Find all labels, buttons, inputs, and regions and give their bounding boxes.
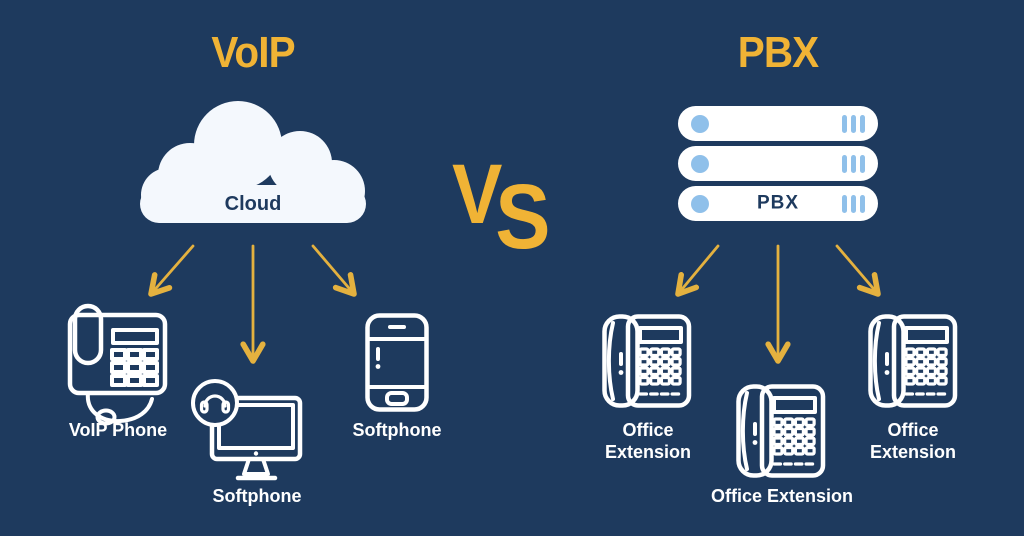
office-phone-icon <box>868 314 958 408</box>
server-led-icon <box>691 114 709 133</box>
pbx-server: PBX <box>678 106 878 226</box>
office-phone-icon <box>736 384 826 478</box>
server-bar <box>678 146 878 181</box>
arrow-cloud-to-mobile-softphone <box>311 244 357 297</box>
server-bar <box>678 106 878 141</box>
voip-section-title: VoIP <box>211 28 295 77</box>
office-extension-label-1: Office Extension <box>604 420 692 462</box>
desktop-softphone-label: Softphone <box>212 486 302 506</box>
arrow-pbx-to-office-extension-3 <box>835 244 881 297</box>
versus-letter-v: V <box>452 147 503 241</box>
server-led-icon <box>691 154 709 173</box>
cloud-label: Cloud <box>224 193 282 215</box>
server-label: PBX <box>756 192 800 214</box>
headset-icon <box>191 379 239 427</box>
arrow-pbx-to-office-extension-1 <box>675 244 720 297</box>
server-vents-icon <box>842 154 865 173</box>
office-extension-label-2: Office Extension <box>710 486 854 506</box>
office-extension-label-3: Office Extension <box>869 420 957 462</box>
desktop-softphone-icon <box>191 379 303 481</box>
versus-letter-s: S <box>495 166 551 268</box>
cloud-hub: Cloud <box>138 99 368 224</box>
voip-phone-icon <box>67 303 168 426</box>
mobile-softphone-label: Softphone <box>352 420 442 440</box>
versus-text: V S <box>452 147 558 263</box>
office-phone-icon <box>602 314 692 408</box>
cloud-icon <box>140 101 366 223</box>
server-vents-icon <box>842 194 865 213</box>
voip-phone-label: VoIP Phone <box>68 420 168 440</box>
server-led-icon <box>691 194 709 213</box>
pbx-section-title: PBX <box>737 28 819 77</box>
server-bar: PBX <box>678 186 878 221</box>
server-vents-icon <box>842 114 865 133</box>
mobile-softphone-icon <box>365 313 429 412</box>
phone-cord <box>85 391 154 424</box>
arrow-cloud-to-voip-phone <box>148 244 195 297</box>
